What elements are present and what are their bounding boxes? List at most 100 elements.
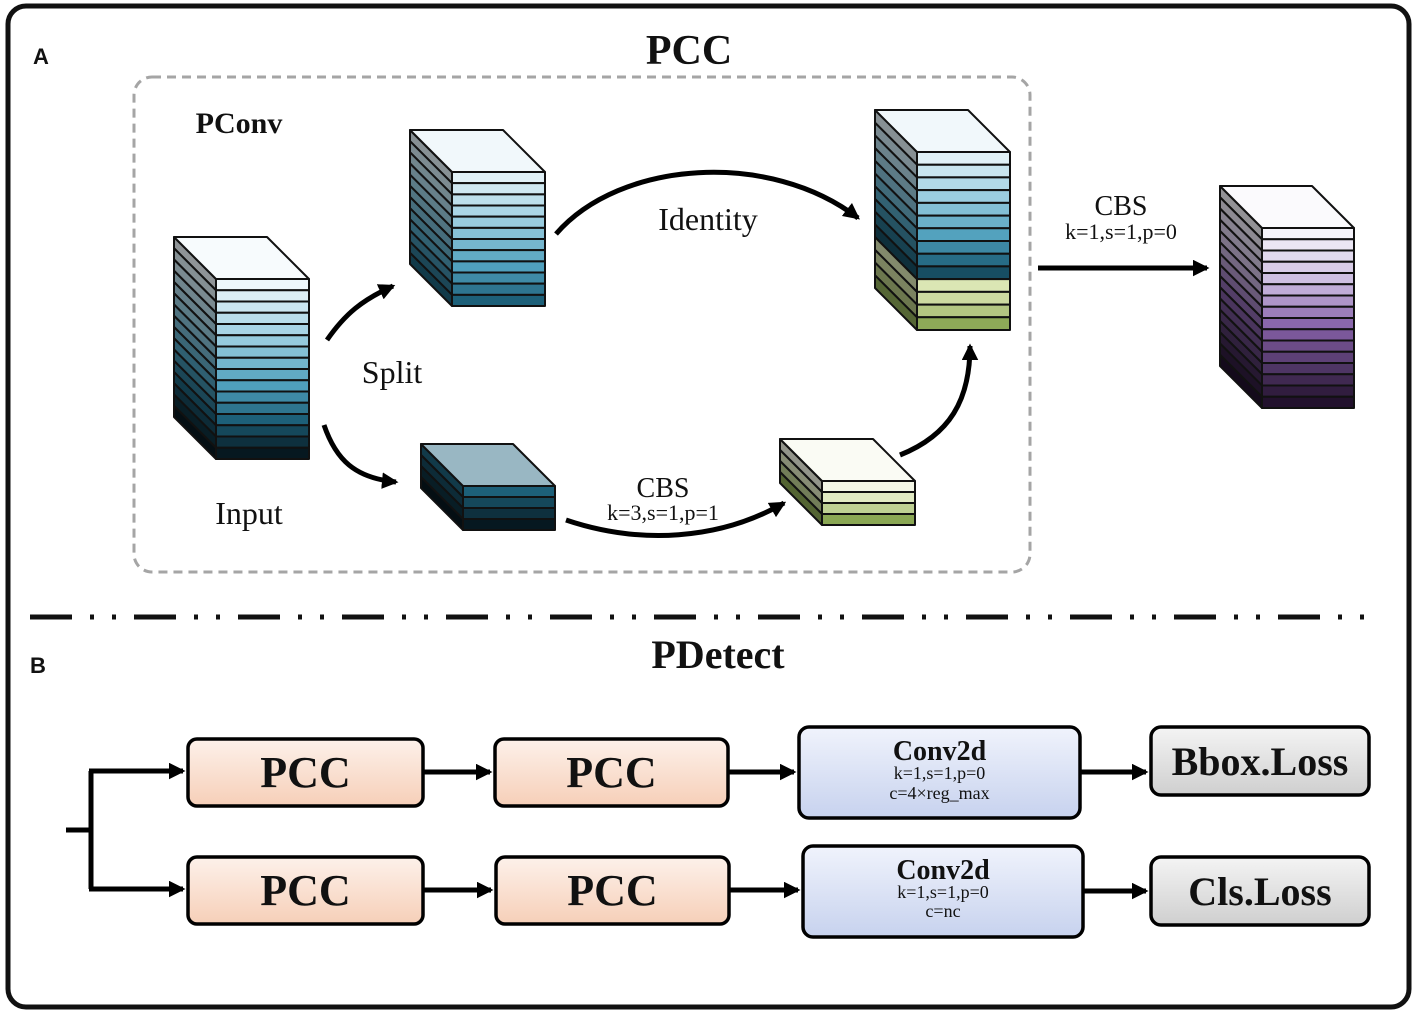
block-layer-front: [1261, 283, 1355, 297]
block-layer-front: [916, 201, 1011, 217]
block-layer-front: [462, 518, 556, 531]
cls-loss-label: Cls.Loss: [1188, 869, 1331, 914]
block-layer-front: [821, 491, 916, 504]
bbox-loss-box: [1149, 725, 1371, 797]
block-layer-front: [451, 293, 546, 307]
block-layer-front: [1261, 249, 1355, 263]
block-layer-front: [451, 260, 546, 274]
cbs-conv-arrow: [565, 500, 787, 538]
detect-row-bottom: PCC PCC Conv2d k=1,s=1,p=0 c=nc Cls.Loss: [186, 844, 1371, 939]
conv-split-block: [420, 443, 556, 531]
block-layer-front: [451, 271, 546, 285]
block-layer-front: [1261, 260, 1355, 274]
block-top-face: [1219, 185, 1355, 229]
pcc-box-label: PCC: [260, 866, 350, 915]
panel-b-title: PDetect: [651, 632, 785, 677]
block-layer-side: [779, 471, 823, 526]
block-layer-front: [215, 368, 310, 382]
conv2d-title: Conv2d: [896, 855, 990, 886]
conv2d-params: k=1,s=1,p=0: [894, 763, 985, 783]
block-layer-front: [916, 163, 1011, 179]
conv2d-params: k=1,s=1,p=0: [897, 882, 988, 902]
block-layer-front: [1261, 294, 1355, 308]
block-layer-front: [916, 151, 1011, 166]
block-layer-front: [1261, 317, 1355, 331]
conv2d-title: Conv2d: [893, 736, 987, 767]
block-layer-front: [215, 413, 310, 427]
identity-split-block: [409, 129, 546, 307]
block-layer-front: [916, 278, 1011, 293]
block-layer-front: [451, 226, 546, 240]
block-layer-front: [215, 323, 310, 337]
block-layer-front: [916, 290, 1011, 306]
block-layer-front: [215, 300, 310, 314]
cbs-out-params: k=1,s=1,p=0: [1065, 219, 1177, 244]
feature-map-blocks: [173, 109, 1355, 531]
block-layer-front: [1261, 227, 1355, 241]
pcc-box-label: PCC: [260, 748, 350, 797]
merge-arrow: [899, 343, 979, 458]
conv2d-channels: c=nc: [925, 901, 960, 921]
block-layer-front: [451, 193, 546, 207]
block-layer-front: [1261, 350, 1355, 364]
block-layer-front: [451, 238, 546, 252]
block-layer-front: [916, 265, 1011, 281]
block-top-face: [420, 443, 556, 487]
block-top-face: [173, 236, 310, 280]
block-layer-side: [409, 251, 453, 307]
block-layer-side: [874, 274, 918, 331]
split-arrow-up: [324, 283, 396, 342]
block-layer-front: [1261, 384, 1355, 398]
panel-b-letter: B: [30, 653, 46, 678]
block-layer-front: [1261, 305, 1355, 319]
block-top-face: [779, 438, 916, 482]
block-layer-side: [420, 476, 464, 531]
block-layer-side: [173, 404, 217, 460]
block-layer-front: [916, 176, 1011, 192]
block-layer-front: [215, 311, 310, 325]
block-layer-front: [215, 334, 310, 348]
block-layer-front: [462, 485, 556, 498]
pcc-box-label: PCC: [567, 866, 657, 915]
split-label: Split: [362, 354, 423, 390]
block-layer-front: [215, 379, 310, 393]
block-layer-front: [1261, 328, 1355, 342]
block-layer-front: [916, 214, 1011, 230]
block-layer-front: [215, 424, 310, 438]
block-layer-side: [1219, 353, 1263, 409]
block-layer-front: [215, 278, 310, 292]
panel-a-title: PCC: [646, 28, 732, 74]
block-layer-front: [916, 240, 1011, 255]
block-layer-front: [916, 316, 1011, 331]
block-layer-front: [1261, 373, 1355, 387]
block-layer-front: [916, 303, 1011, 319]
block-layer-front: [451, 204, 546, 218]
block-layer-front: [215, 401, 310, 415]
block-layer-front: [1261, 339, 1355, 353]
pconv-label: PConv: [196, 107, 283, 140]
conv2d-channels: c=4×reg_max: [889, 783, 989, 803]
input-feature-block: [173, 236, 310, 460]
input-label: Input: [215, 495, 283, 531]
block-layer-front: [1261, 272, 1355, 286]
block-layer-front: [916, 189, 1011, 204]
block-layer-front: [1261, 395, 1355, 409]
block-layer-front: [821, 480, 916, 493]
split-arrow-down: [321, 424, 399, 489]
block-layer-front: [916, 227, 1011, 242]
bbox-loss-label: Bbox.Loss: [1172, 739, 1349, 784]
block-layer-front: [215, 289, 310, 303]
concat-feature-block: [874, 109, 1011, 331]
block-layer-front: [916, 252, 1011, 268]
block-top-face: [409, 129, 546, 173]
panel-a-letter: A: [33, 44, 49, 69]
block-layer-front: [1261, 362, 1355, 376]
cbs-output-block: [1219, 185, 1355, 409]
block-layer-front: [451, 182, 546, 196]
block-layer-front: [821, 502, 916, 515]
identity-arrow: [554, 169, 860, 236]
block-layer-front: [215, 446, 310, 460]
block-layer-front: [462, 496, 556, 509]
block-layer-front: [215, 435, 310, 449]
